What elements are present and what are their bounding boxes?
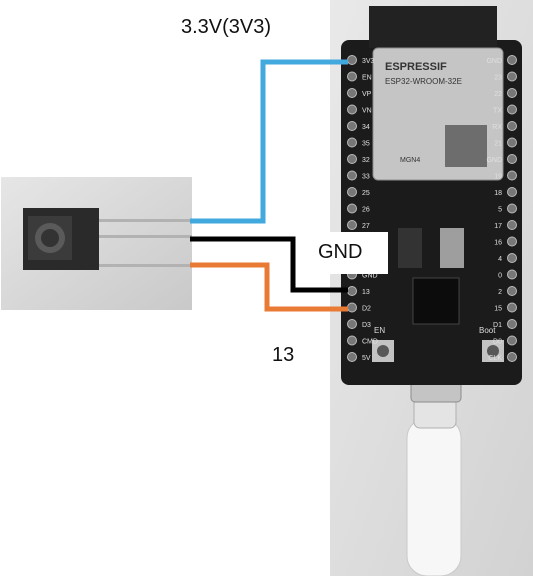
pin-label: VN [362,108,372,115]
pin-label: 33 [362,174,370,181]
header-pin [347,104,357,115]
pin-label: 35 [362,141,370,148]
module-name: ESP32-WROOM-32E [385,77,462,86]
pin-label: 34 [362,124,370,131]
usb-cable [406,359,462,576]
power-wire [190,59,348,224]
header-pin [347,335,357,346]
pin-label: CLK [488,355,502,362]
pin-label: TX [493,108,502,115]
pin-label: 15 [494,306,502,313]
signal-label: 13 [272,344,295,366]
header-pin [347,88,357,98]
regulator-tab [440,228,464,268]
pin-label: D3 [362,322,371,329]
pin-label: D0 [493,339,502,346]
header-pin [507,121,517,131]
en-label: EN [374,326,385,335]
pin-label: D2 [362,306,371,313]
header-pin [347,220,357,230]
regulator [398,228,422,268]
header-pin [347,286,357,296]
pin-label: 21 [494,141,502,148]
pin-label: 5V [362,355,371,362]
pin-label: 17 [494,223,502,230]
ground-label: GND [318,241,363,263]
pin-label: 4 [498,256,502,263]
module-brand: ESPRESSIF [385,61,447,73]
header-pin [347,170,357,181]
header-pin [507,170,517,181]
ir-leads [95,219,192,222]
esp32-module-antenna [369,6,497,48]
pin-label: CMD [362,339,378,346]
ir-receiver-photo [1,177,192,310]
header-pin [507,286,517,296]
pin-label: VP [362,91,372,98]
qr-code [445,125,487,167]
pin-label: 19 [494,174,502,181]
header-pin [347,352,357,362]
header-pin [347,71,357,82]
header-pin [347,302,357,313]
esp32-devkit-board: ESPRESSIF ESP32-WROOM-32E MGN4 EN Boot 3… [341,6,522,385]
pin-label: 22 [494,91,502,98]
pin-label: 0 [498,273,502,280]
header-pin [347,203,357,214]
header-pin [507,154,517,164]
header-pin [347,187,357,197]
header-pin [507,88,517,98]
header-pin [507,203,517,214]
header-pin [347,55,357,65]
header-pin [507,187,517,197]
usb-uart-chip [412,277,460,325]
signal-wire [190,262,348,312]
header-pin [507,302,517,313]
pin-label: 26 [362,207,370,214]
pin-label: 25 [362,190,370,197]
module-id: MGN4 [400,157,420,164]
pin-label: GND [486,58,502,65]
header-pin [507,335,517,346]
header-pin [347,154,357,164]
header-pin [507,220,517,230]
header-pin [347,121,357,131]
boot-label: Boot [479,326,496,335]
header-pin [507,253,517,263]
pin-label: 27 [362,223,370,230]
header-pin [507,71,517,82]
header-pin [507,55,517,65]
pin-label: RX [492,124,502,131]
header-pin [347,137,357,148]
pin-label: 5 [498,207,502,214]
header-pin [507,236,517,247]
header-pin [507,104,517,115]
header-pin [507,352,517,362]
pin-label: 2 [498,289,502,296]
header-pin [347,319,357,329]
ground-wire [190,236,348,293]
header-pin [507,269,517,280]
pin-label: 18 [494,190,502,197]
pin-label: 23 [494,75,502,82]
pin-label: 13 [362,289,370,296]
header-pin [507,319,517,329]
pin-label: 3V3 [362,58,375,65]
pin-label: D1 [493,322,502,329]
pin-label: 32 [362,157,370,164]
pin-label: GND [486,157,502,164]
header-pin [507,137,517,148]
power-label: 3.3V(3V3) [181,16,272,38]
pin-label: GND [362,273,378,280]
pin-label: 16 [494,240,502,247]
gnd-label-box [301,232,388,274]
pin-label: EN [362,75,372,82]
